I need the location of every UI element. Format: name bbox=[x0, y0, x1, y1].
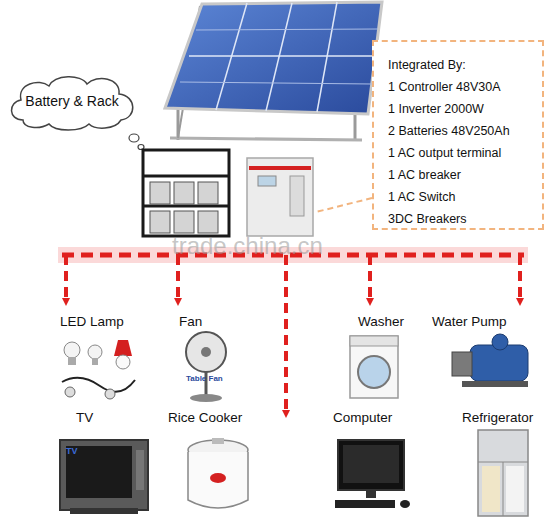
solar-panel bbox=[165, 2, 382, 114]
computer-picture bbox=[335, 500, 395, 508]
battery-rack bbox=[143, 175, 229, 178]
refrigerator-picture bbox=[478, 430, 528, 516]
computer-picture bbox=[366, 490, 376, 498]
led-lamp-picture bbox=[68, 357, 76, 365]
box-text: 1 AC breaker bbox=[388, 164, 542, 186]
ac-bus bbox=[368, 255, 372, 302]
led-lamp-picture bbox=[62, 340, 135, 399]
water-pump-picture bbox=[452, 334, 528, 387]
cloud-outline bbox=[11, 77, 132, 130]
washer-picture bbox=[350, 336, 398, 398]
thought-bubble bbox=[129, 134, 144, 150]
ac-bus bbox=[58, 247, 528, 414]
product-label: Table Fan bbox=[186, 374, 223, 383]
box-text: 1 Inverter 2000W bbox=[388, 98, 542, 120]
leader-line bbox=[316, 198, 372, 212]
rice-cooker-picture bbox=[188, 438, 248, 508]
product-label: TV bbox=[66, 446, 78, 456]
tv-picture bbox=[60, 440, 148, 514]
appliance-label: Fan bbox=[179, 314, 202, 329]
appliance-label: Washer bbox=[358, 314, 404, 329]
washer-picture bbox=[350, 336, 398, 346]
refrigerator-picture bbox=[506, 466, 524, 512]
refrigerator-picture bbox=[482, 466, 500, 512]
rice-cooker-picture bbox=[212, 438, 224, 444]
solar-panel bbox=[165, 2, 382, 140]
fan-picture bbox=[201, 347, 211, 357]
solar-panel bbox=[196, 29, 378, 30]
solar-panel bbox=[180, 82, 372, 84]
appliance-label: Refrigerator bbox=[462, 410, 533, 425]
battery-rack bbox=[143, 150, 229, 236]
ac-bus bbox=[518, 255, 522, 302]
led-lamp-picture bbox=[64, 342, 80, 358]
solar-panel bbox=[266, 3, 292, 111]
battery-rack bbox=[174, 211, 194, 233]
thought-bubble bbox=[129, 134, 139, 142]
appliance-label: Computer bbox=[333, 410, 392, 425]
box-text: Battery & Rack bbox=[25, 93, 118, 109]
led-lamp-picture bbox=[116, 355, 130, 369]
refrigerator-picture bbox=[478, 430, 528, 516]
tv-picture bbox=[60, 440, 148, 510]
ac-bus bbox=[176, 255, 180, 302]
inverter-cabinet bbox=[258, 176, 276, 186]
computer-picture bbox=[338, 440, 404, 490]
cloud-callout: Battery & Rack bbox=[3, 70, 141, 132]
box-text: 1 Controller 48V30A bbox=[388, 76, 542, 98]
led-lamp-picture bbox=[88, 345, 102, 359]
box-text: 1 AC Switch bbox=[388, 186, 542, 208]
computer-picture bbox=[343, 445, 399, 483]
ac-bus bbox=[64, 255, 68, 302]
led-lamp-picture bbox=[65, 387, 75, 397]
inverter-cabinet bbox=[249, 166, 311, 170]
solar-panel bbox=[317, 2, 337, 112]
solar-panel bbox=[170, 138, 362, 140]
battery-rack bbox=[150, 182, 170, 204]
water-pump-picture bbox=[462, 381, 528, 387]
rice-cooker-picture bbox=[188, 452, 248, 508]
appliance-label: TV bbox=[76, 410, 93, 425]
spec-box: Integrated By:1 Controller 48V30A1 Inver… bbox=[372, 40, 544, 230]
box-text: 1 AC output terminal bbox=[388, 142, 542, 164]
appliance-label: Water Pump bbox=[432, 314, 507, 329]
fan-picture bbox=[186, 332, 226, 402]
fan-picture bbox=[186, 332, 226, 372]
inverter-cabinet bbox=[247, 158, 313, 236]
appliance-label: LED Lamp bbox=[60, 314, 124, 329]
battery-rack bbox=[198, 211, 218, 233]
appliance-label: Rice Cooker bbox=[168, 410, 242, 425]
washer-picture bbox=[358, 356, 390, 388]
led-lamp-picture bbox=[92, 358, 98, 365]
battery-rack bbox=[174, 182, 194, 204]
box-text: 3DC Breakers bbox=[388, 208, 542, 230]
refrigerator-picture bbox=[503, 462, 504, 516]
battery-rack bbox=[143, 205, 229, 208]
rice-cooker-picture bbox=[210, 473, 226, 483]
box-heading: Integrated By: bbox=[388, 54, 542, 76]
inverter-cabinet bbox=[247, 158, 313, 236]
fan-picture bbox=[190, 394, 222, 402]
tv-picture bbox=[70, 508, 138, 514]
tv-picture bbox=[66, 446, 132, 498]
watermark: trade.china.cn bbox=[172, 232, 323, 260]
battery-rack bbox=[150, 211, 170, 233]
computer-picture bbox=[400, 500, 410, 508]
led-lamp-picture bbox=[105, 389, 115, 399]
solar-panel bbox=[189, 55, 375, 57]
led-lamp-picture bbox=[114, 340, 132, 356]
box-text: 2 Batteries 48V250Ah bbox=[388, 120, 542, 142]
battery-rack bbox=[198, 182, 218, 204]
computer-picture bbox=[335, 440, 410, 508]
ac-bus bbox=[284, 255, 288, 414]
water-pump-picture bbox=[452, 352, 472, 376]
battery-rack bbox=[143, 150, 229, 236]
tv-picture bbox=[136, 450, 144, 490]
water-pump-picture bbox=[492, 334, 508, 350]
washer-picture bbox=[350, 336, 398, 398]
inverter-cabinet bbox=[290, 176, 304, 216]
